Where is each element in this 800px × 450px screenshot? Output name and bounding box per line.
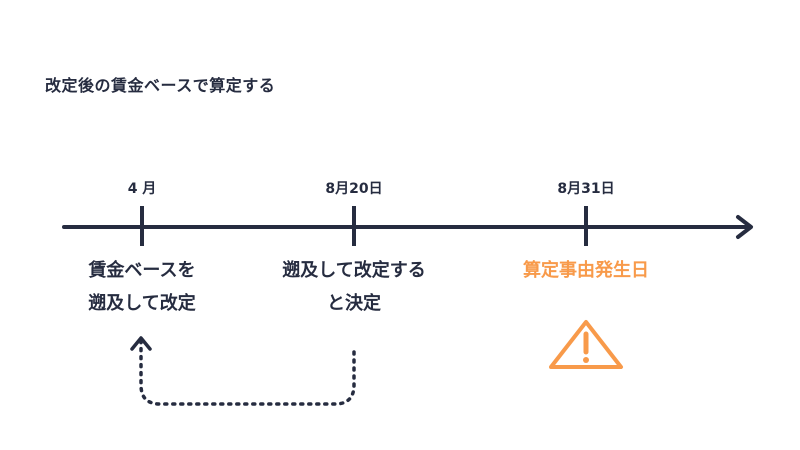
event-label-aug20: 遡及して改定する と決定 bbox=[254, 254, 454, 320]
timeline-arrow-icon bbox=[736, 215, 753, 239]
event-label-april: 賃金ベースを 遡及して改定 bbox=[62, 254, 222, 320]
event-label-aug20-line1: 遡及して改定する bbox=[282, 260, 426, 281]
page-title: 改定後の賃金ベースで算定する bbox=[45, 76, 276, 95]
tick-label-aug20: 8月20日 bbox=[325, 181, 383, 197]
dotted-return-arrow bbox=[139, 338, 356, 406]
event-label-april-line2: 遡及して改定 bbox=[88, 293, 196, 314]
tick-label-april: 4 月 bbox=[127, 181, 157, 197]
tick-label-aug31: 8月31日 bbox=[557, 181, 615, 197]
event-label-aug20-line2: と決定 bbox=[327, 293, 381, 314]
event-label-april-line1: 賃金ベースを bbox=[88, 260, 196, 281]
event-label-aug31-line1: 算定事由発生日 bbox=[523, 260, 649, 281]
warning-icon bbox=[549, 320, 623, 369]
dotted-arrow-head-icon bbox=[130, 336, 152, 351]
event-label-aug31: 算定事由発生日 bbox=[496, 254, 676, 287]
